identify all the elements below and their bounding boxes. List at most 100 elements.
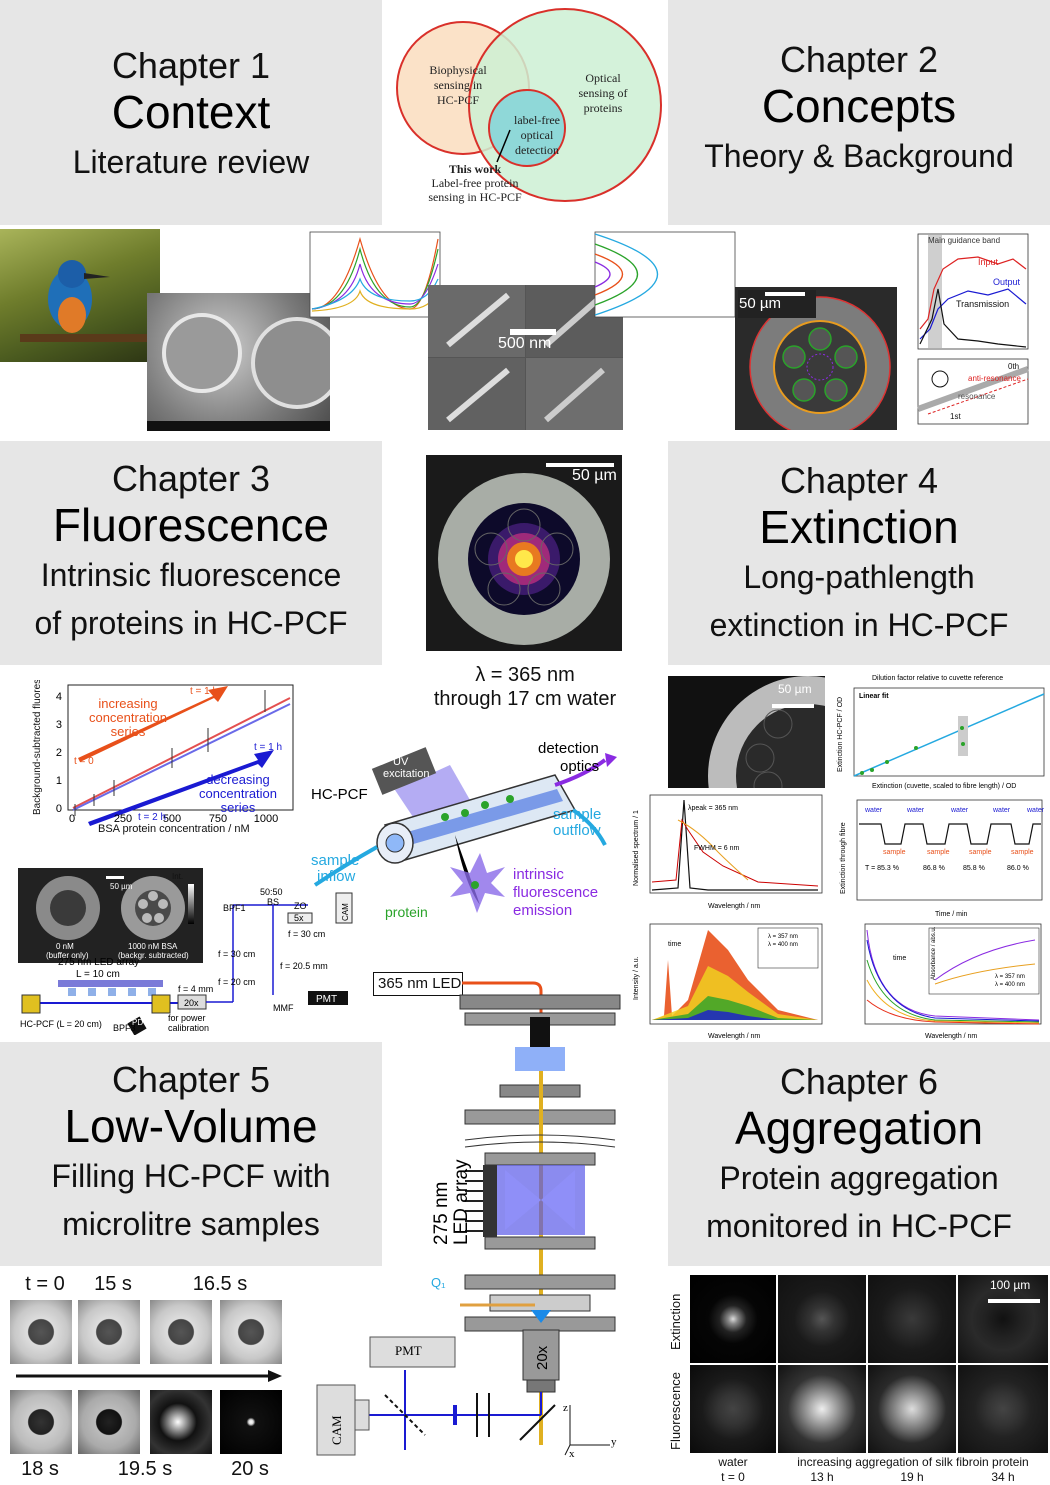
chapter-number: Chapter 4 bbox=[779, 460, 939, 501]
schem-emission-2: fluorescence bbox=[513, 884, 598, 901]
led-array-v1: 275 nm bbox=[431, 1182, 452, 1245]
ytick-2: 2 bbox=[56, 747, 62, 759]
ch6-ext-1 bbox=[690, 1275, 776, 1363]
chapter-subtitle: Filling HC-PCF with bbox=[51, 1158, 331, 1194]
ch5-frame-4 bbox=[220, 1300, 282, 1364]
setup-pd: PD bbox=[132, 1018, 143, 1027]
xtick-750: 750 bbox=[209, 813, 227, 825]
setup-power-1: for power bbox=[168, 1013, 206, 1023]
chapter-title: Aggregation bbox=[734, 1102, 984, 1154]
increasing-label-1: increasing bbox=[98, 696, 157, 711]
setup-bpf1: BPF1 bbox=[223, 903, 246, 913]
setup-cam: CAM bbox=[341, 903, 350, 921]
guidance-band-plot: Main guidance band Input Output Transmis… bbox=[916, 233, 1030, 425]
venn-desc-2: sensing in HC-PCF bbox=[428, 190, 522, 204]
setup-bs2: BS bbox=[267, 897, 279, 907]
ytick-4: 4 bbox=[56, 691, 62, 703]
setup-f4: f = 4 mm bbox=[178, 984, 213, 994]
trans-ylabel: Extinction through fibre bbox=[840, 822, 847, 894]
schem-outflow-1: sample bbox=[553, 806, 601, 823]
ytick-0: 0 bbox=[56, 803, 62, 815]
fibre-cross-section-photo: 50 µm bbox=[735, 287, 897, 430]
setup-f30a: f = 30 cm bbox=[218, 949, 255, 959]
xtick-0: 0 bbox=[69, 813, 75, 825]
linear-fit-label: Linear fit bbox=[859, 693, 889, 700]
chapter-3-panel: Chapter 3 Fluorescence Intrinsic fluores… bbox=[0, 441, 382, 665]
velocity-plot bbox=[594, 231, 736, 318]
spec-ylabel: Normalised spectrum / 1 bbox=[633, 810, 640, 886]
schem-hcpcf: HC-PCF bbox=[311, 786, 368, 803]
ch4-transmission-plot: water water water water water sample sam… bbox=[840, 799, 1045, 918]
axis-x: x bbox=[569, 1448, 575, 1460]
chapter-2-panel: Chapter 2 Concepts Theory & Background bbox=[668, 0, 1050, 225]
ch4-fibre-photo: 50 µm bbox=[668, 676, 825, 788]
ch6-time-2: 13 h bbox=[810, 1470, 834, 1484]
ch6-row-fluorescence: Fluorescence bbox=[668, 1371, 683, 1450]
plot-xlabel: BSA protein concentration / nM bbox=[98, 823, 250, 835]
fibre-schematic: HC-PCF UV excitation detection optics sa… bbox=[311, 740, 617, 920]
plot-ylabel: Background-subtracted fluorescence / 10⁴… bbox=[32, 680, 43, 815]
band-title: Main guidance band bbox=[928, 236, 1000, 245]
abs-time: time bbox=[893, 955, 906, 962]
sem-wall-photo: 500 nm bbox=[428, 285, 623, 430]
setup-pmt: PMT bbox=[316, 994, 337, 1005]
venn-center-circle bbox=[488, 89, 566, 167]
ch6-col-water: water bbox=[718, 1455, 748, 1469]
phase-plot bbox=[309, 231, 441, 318]
setup-f205: f = 20.5 mm bbox=[280, 961, 328, 971]
venn-left-label-1: Biophysical bbox=[429, 63, 487, 77]
schem-uv-2: excitation bbox=[383, 768, 429, 780]
ch4-spectrum-plot: λpeak = 365 nm FWHM = 6 nm Wavelength / … bbox=[633, 794, 823, 910]
int-time: time bbox=[668, 941, 681, 948]
int-lam2: λ = 400 nm bbox=[768, 942, 798, 948]
axis-y: y bbox=[611, 1436, 617, 1448]
increasing-label-3: series bbox=[111, 724, 146, 739]
chapter-number: Chapter 5 bbox=[111, 1059, 271, 1100]
chapter-subtitle: Literature review bbox=[72, 144, 310, 180]
water-4: water bbox=[992, 807, 1011, 814]
band-anti: anti-resonance bbox=[968, 374, 1021, 383]
decreasing-label-1: decreasing bbox=[206, 772, 270, 787]
schem-protein: protein bbox=[385, 904, 428, 920]
schem-inflow-1: sample bbox=[311, 852, 359, 869]
int-xlabel: Wavelength / nm bbox=[708, 1033, 760, 1040]
objective-label: 20x bbox=[534, 1345, 551, 1370]
chapter-subtitle: Long-pathlength bbox=[743, 559, 975, 595]
schem-detection-2: optics bbox=[560, 758, 599, 775]
ch5-time-bottom-2: 19.5 s bbox=[117, 1458, 173, 1480]
decreasing-label-2: concentration bbox=[199, 786, 277, 801]
led-label: 365 nm LED bbox=[378, 975, 462, 992]
q1-label: Q₁ bbox=[431, 1275, 446, 1290]
setup-bpf3: BPF3 bbox=[113, 1023, 136, 1033]
band-resonance: resonance bbox=[958, 392, 996, 401]
schem-detection-1: detection bbox=[538, 740, 599, 757]
ch5-frame-1 bbox=[10, 1300, 72, 1364]
chapter-title: Extinction bbox=[759, 501, 959, 553]
t-val-4: 86.0 % bbox=[1007, 865, 1029, 872]
abs-lam2: λ = 400 nm bbox=[995, 982, 1025, 988]
ch6-flu-1 bbox=[690, 1365, 776, 1453]
chapter-subtitle-2: monitored in HC-PCF bbox=[706, 1208, 1012, 1244]
ytick-3: 3 bbox=[56, 719, 62, 731]
led-array-v2: LED array bbox=[451, 1159, 472, 1245]
ch5-time-top-3: 16.5 s bbox=[192, 1273, 248, 1295]
pair-right-2: (backgr. subtracted) bbox=[118, 951, 189, 960]
ext-xlabel: Extinction (cuvette, scaled to fibre len… bbox=[872, 783, 1016, 790]
ch6-row-extinction: Extinction bbox=[668, 1293, 683, 1350]
chapter-number: Chapter 2 bbox=[779, 39, 939, 80]
chapter-number: Chapter 3 bbox=[111, 458, 271, 499]
setup-f20: f = 20 cm bbox=[218, 977, 255, 987]
ch4-intensity-plot: Wavelength / nm Intensity / a.u. time λ … bbox=[633, 923, 823, 1040]
t-val-3: 85.8 % bbox=[963, 865, 985, 872]
chapter-subtitle: Theory & Background bbox=[704, 138, 1014, 174]
pair-scale: 50 µm bbox=[110, 882, 133, 891]
abs-lam1: λ = 357 nm bbox=[995, 974, 1025, 980]
chapter-number: Chapter 1 bbox=[111, 45, 271, 86]
ch5-time-top-1: t = 0 bbox=[25, 1273, 65, 1295]
ch6-ext-2 bbox=[778, 1275, 866, 1363]
t0-label: t = 0 bbox=[74, 756, 94, 767]
time-arrow bbox=[16, 1370, 282, 1382]
cam-label: CAM bbox=[329, 1415, 344, 1445]
water-2: water bbox=[906, 807, 925, 814]
chapter-title: Concepts bbox=[761, 80, 957, 132]
